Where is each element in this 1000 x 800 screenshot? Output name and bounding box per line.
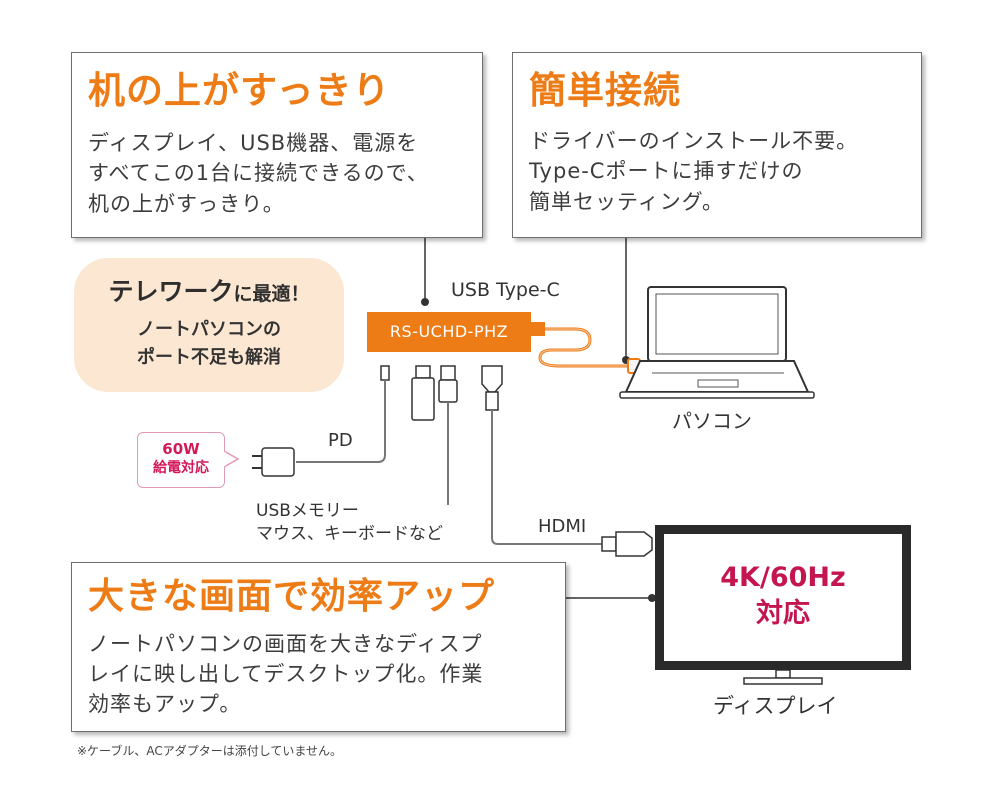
easy-connect-title: 簡単接続 [529,69,681,112]
desk-callout-dot [421,298,429,306]
pd-cable [252,365,390,477]
power-delivery-badge: 60W 給電対応 [137,432,225,488]
desk-feature-box: 机の上がすっきり ディスプレイ、USB機器、電源を すべてこの1台に接続できるの… [71,52,483,238]
display-stand-icon [743,669,823,685]
power-delivery-watts: 60W [162,440,200,458]
telework-heading: テレワークに最適！ [74,272,344,308]
badge-pointer-icon [224,450,240,468]
desk-feature-title: 机の上がすっきり [88,69,391,112]
easy-connect-box: 簡単接続 ドライバーのインストール不要。 Type-Cポートに挿すだけの 簡単セ… [512,52,922,238]
laptop-icon [619,286,815,399]
usb-memory-label: USBメモリー マウス、キーボードなど [256,501,443,544]
display-icon [655,525,911,670]
usb-type-c-label: USB Type-C [451,279,560,301]
big-screen-box: 大きな画面で効率アップ ノートパソコンの画面を大きなディスプ レイに映し出してデ… [71,562,566,732]
power-delivery-label: 給電対応 [153,460,209,477]
usb-memory-icon [411,365,435,421]
usb-a-cable [438,365,458,505]
hub-device: RS-UCHD-PHZ [367,312,531,352]
footnote: ※ケーブル、ACアダプターは添付していません。 [77,744,342,758]
big-screen-title: 大きな画面で効率アップ [88,576,496,617]
hdmi-cable [481,365,653,557]
screen-callout-dot [648,594,656,602]
telework-heading-main: テレワーク [108,277,234,306]
telework-heading-suffix: に最適！ [233,283,310,305]
pd-label: PD [328,430,353,451]
telework-badge: テレワークに最適！ ノートパソコンの ポート不足も解消 [74,258,344,392]
big-screen-body: ノートパソコンの画面を大きなディスプ レイに映し出してデスクトップ化。作業 効率… [88,631,484,717]
desk-feature-body: ディスプレイ、USB機器、電源を すべてこの1台に接続できるので、 机の上がすっ… [88,130,429,216]
display-spec: 4K/60Hz 対応 [720,562,846,630]
ac-adapter-icon [261,447,295,477]
usb-c-cable [531,322,641,374]
pc-label: パソコン [672,409,752,433]
easy-connect-body: ドライバーのインストール不要。 Type-Cポートに挿すだけの 簡単セッティング… [529,128,859,214]
display-label: ディスプレイ [713,694,838,718]
hdmi-label: HDMI [538,516,587,537]
telework-body: ノートパソコンの ポート不足も解消 [137,319,281,368]
